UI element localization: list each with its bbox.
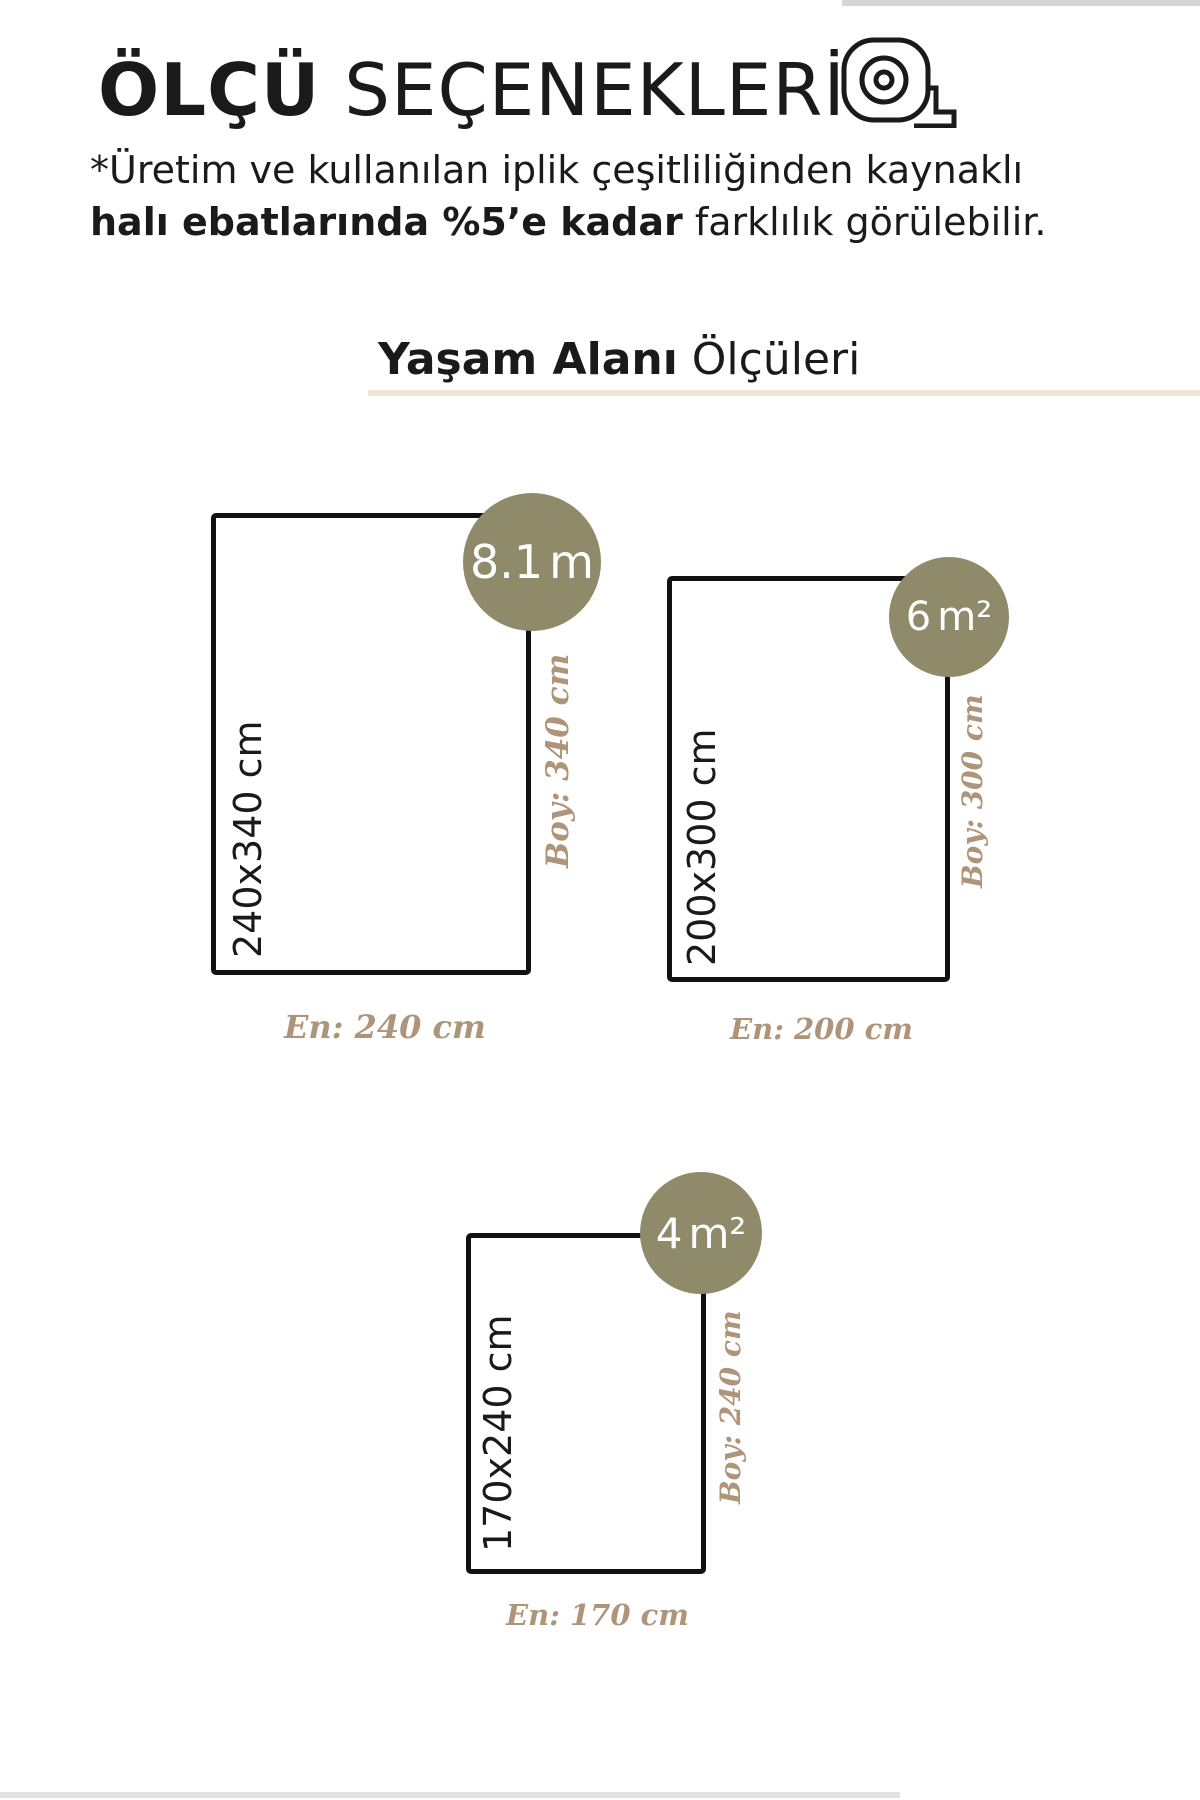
rug-size-label: 200x300 cm — [680, 728, 724, 966]
length-label: Boy: 340 cm — [540, 653, 576, 868]
rug-outline-small — [466, 1233, 706, 1574]
area-value: 4 — [655, 1208, 683, 1258]
top-decor-bar — [842, 0, 1200, 6]
area-unit: m — [549, 535, 594, 589]
notice-line-2-rest: farklılık görülebilir. — [694, 200, 1047, 244]
width-label: En: 240 cm — [284, 1008, 486, 1046]
width-label: En: 200 cm — [730, 1012, 913, 1046]
notice-line-2: halı ebatlarında %5’e kadar farklılık gö… — [90, 196, 1047, 248]
notice-line-2-bold: halı ebatlarında %5’e kadar — [90, 200, 683, 244]
title-bold-part: ÖLÇÜ — [98, 48, 321, 132]
tape-measure-icon — [841, 37, 957, 128]
width-label: En: 170 cm — [506, 1598, 689, 1632]
area-badge: 4 m² — [640, 1172, 762, 1294]
length-label: Boy: 240 cm — [714, 1310, 747, 1504]
title-light-part: SEÇENEKLERİ — [344, 48, 846, 132]
section-underline — [368, 390, 1200, 396]
rug-size-label: 240x340 cm — [226, 720, 270, 958]
area-unit: m² — [688, 1208, 747, 1258]
page-title: ÖLÇÜ SEÇENEKLERİ — [98, 48, 846, 132]
rug-size-label: 170x240 cm — [476, 1314, 520, 1552]
size-tolerance-notice: *Üretim ve kullanılan iplik çeşitliliğin… — [90, 144, 1047, 248]
area-value: 8.1 — [470, 535, 544, 589]
length-label: Boy: 300 cm — [956, 694, 989, 888]
bottom-decor-bar — [0, 1792, 900, 1798]
area-unit: m² — [937, 594, 993, 640]
section-title-rest: Ölçüleri — [691, 334, 861, 385]
area-badge: 6 m² — [889, 557, 1009, 677]
section-title-bold: Yaşam Alanı — [378, 334, 678, 385]
section-title: Yaşam Alanı Ölçüleri — [378, 332, 860, 388]
area-badge: 8.1 m — [463, 493, 601, 631]
notice-line-1: *Üretim ve kullanılan iplik çeşitliliğin… — [90, 148, 1024, 192]
area-value: 6 — [905, 594, 932, 640]
